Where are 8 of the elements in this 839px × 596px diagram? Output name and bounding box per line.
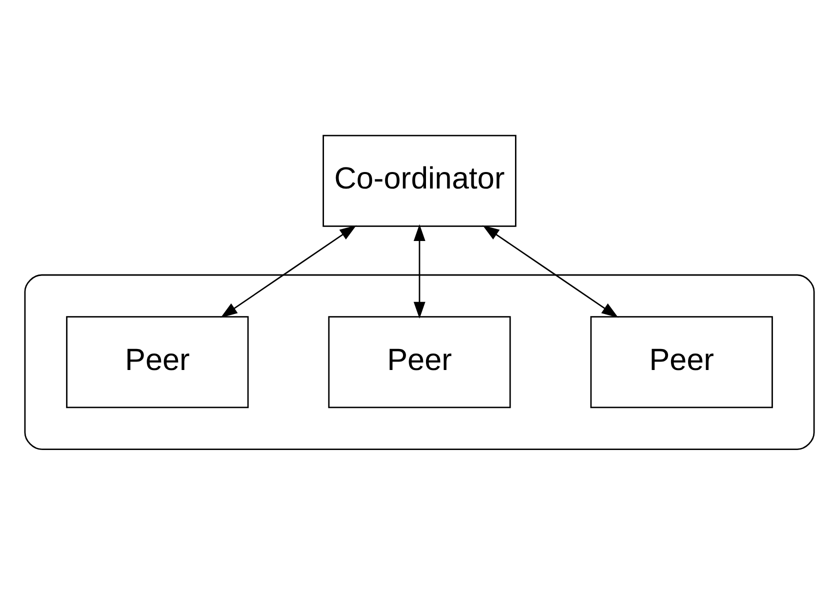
- arrow: [220, 225, 356, 318]
- node-box: Co-ordinator: [322, 134, 516, 227]
- node-box: Peer: [590, 316, 773, 408]
- node-box: Peer: [66, 316, 249, 408]
- cluster: [24, 274, 815, 450]
- arrow: [482, 225, 618, 318]
- arrow: [414, 224, 426, 319]
- node-box: Peer: [328, 316, 511, 408]
